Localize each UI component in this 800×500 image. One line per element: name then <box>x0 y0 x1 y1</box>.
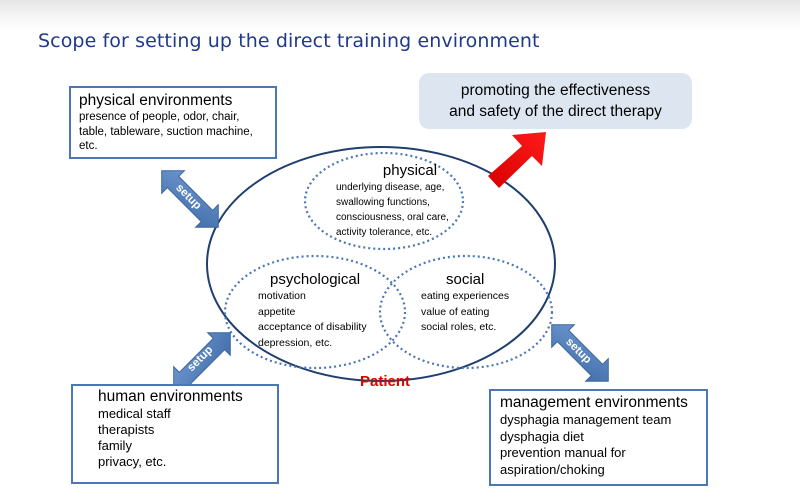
human-env-line: medical staff <box>98 406 171 421</box>
physical-circle-line: swallowing functions, <box>336 197 430 208</box>
social-circle-line: value of eating <box>421 305 490 318</box>
management-env-line: prevention manual for <box>500 445 626 460</box>
physical-env-line: table, tableware, suction machine, <box>79 125 253 138</box>
physical-circle-line: consciousness, oral care, <box>336 212 449 223</box>
social-circle-heading: social <box>446 271 485 288</box>
header-band <box>0 0 800 30</box>
psychological-circle-line: motivation <box>258 290 306 302</box>
physical-env-line: presence of people, odor, chair, <box>79 111 240 123</box>
human-env-line: family <box>98 438 132 453</box>
social-circle-line: social roles, etc. <box>421 321 497 333</box>
physical-env-line: etc. <box>79 140 98 152</box>
setup-arrow-physical <box>161 170 219 228</box>
physical-circle <box>303 151 465 251</box>
human-environments-heading: human environments <box>98 388 243 405</box>
management-environments-heading: management environments <box>500 394 688 411</box>
goal-line-2: and safety of the direct therapy <box>449 103 662 120</box>
social-circle-line: eating experiences <box>421 290 510 302</box>
patient-label: Patient <box>360 373 411 390</box>
physical-circle-line: underlying disease, age, <box>336 182 445 193</box>
goal-arrow <box>488 132 546 188</box>
management-environments-box: management environments dysphagia manage… <box>489 389 708 486</box>
social-circle-text: social eating experiences value of eatin… <box>421 271 551 336</box>
social-circle <box>378 254 554 370</box>
management-env-line: dysphagia diet <box>500 428 584 444</box>
management-env-line: dysphagia management team <box>500 412 672 427</box>
psychological-circle-line: depression, etc. <box>258 336 333 349</box>
physical-environments-heading: physical environments <box>79 92 233 109</box>
management-env-line: aspiration/choking <box>500 461 605 477</box>
physical-circle-heading: physical <box>382 162 438 179</box>
psychological-circle-line: acceptance of disability <box>258 321 367 333</box>
patient-ellipse <box>206 146 556 382</box>
human-environments-box: human environments medical staff therapi… <box>71 384 279 484</box>
page-title: Scope for setting up the direct training… <box>38 30 540 52</box>
setup-arrow-management <box>551 324 609 382</box>
goal-line-1: promoting the effectiveness <box>460 82 651 99</box>
psychological-circle-line: appetite <box>258 305 296 318</box>
psychological-circle-text: psychological motivation appetite accept… <box>258 271 398 351</box>
physical-environments-box: physical environments presence of people… <box>69 86 277 159</box>
physical-circle-line: activity tolerance, etc. <box>336 227 433 238</box>
psychological-circle-heading: psychological <box>270 271 361 288</box>
human-env-line: privacy, etc. <box>98 454 167 469</box>
psychological-circle <box>223 254 407 370</box>
goal-box: promoting the effectiveness and safety o… <box>419 73 692 129</box>
human-env-line: therapists <box>98 422 155 437</box>
physical-circle-text: physical underlying disease, age, swallo… <box>336 162 476 240</box>
